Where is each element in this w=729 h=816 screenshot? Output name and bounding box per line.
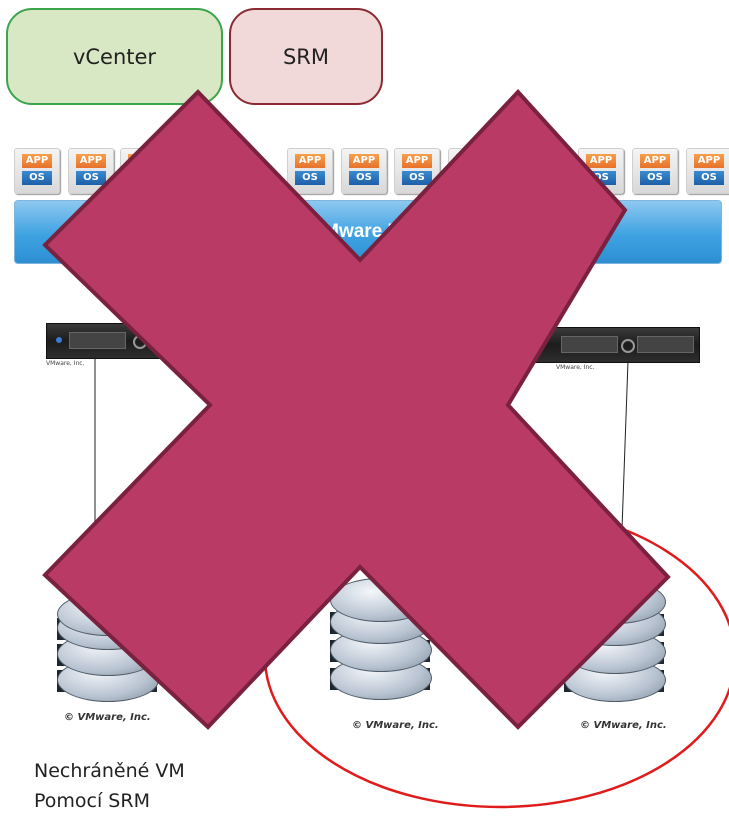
vcenter-box: vCenter [6,8,223,105]
power-led-icon [56,337,62,343]
caption-line-2: Pomocí SRM [34,790,150,812]
button-icon [621,339,635,353]
caption-text: Nechráněné VM Pomocí SRM [34,756,185,816]
srm-box: SRM [229,8,383,105]
datastore-caption-left: © VMware, Inc. [64,712,151,723]
cross-icon [42,89,671,730]
datastore-caption-middle: © VMware, Inc. [352,720,439,731]
server-caption-right: VMware, Inc. [556,364,595,371]
caption-line-1: Nechráněné VM [34,760,185,782]
datastore-caption-right: © VMware, Inc. [580,720,667,731]
server-caption-left: VMware, Inc. [46,360,85,367]
